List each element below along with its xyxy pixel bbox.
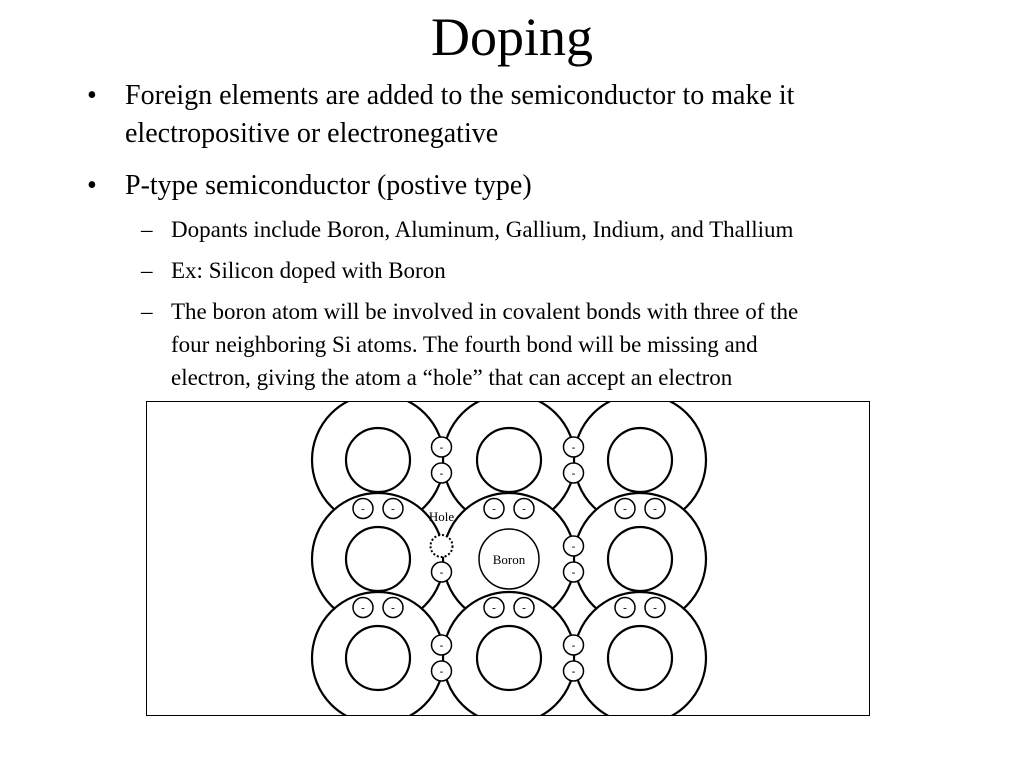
electron-symbol: - [440, 467, 444, 480]
bullet-item: • Foreign elements are added to the semi… [87, 77, 965, 153]
silicon-lattice-svg: Boron - - - - - Hole - - - - - - - - - - - - - - - - - - [310, 402, 708, 715]
hole-label: Hole [429, 509, 455, 524]
electron-symbol: - [572, 665, 576, 678]
electron [614, 497, 636, 520]
sub-bullet-line: electron, giving the atom a “hole” that … [171, 365, 733, 390]
electron [352, 596, 374, 619]
electron [430, 462, 453, 484]
atom-nucleus [606, 624, 674, 692]
electron [430, 436, 453, 458]
electron [562, 634, 585, 656]
electron [352, 497, 374, 520]
electron [513, 596, 535, 619]
sub-bullet-line: Dopants include Boron, Aluminum, Gallium… [171, 217, 794, 242]
electron [562, 462, 585, 484]
electron [562, 436, 585, 458]
electron-symbol: - [572, 639, 576, 652]
electron [483, 497, 505, 520]
atom-nucleus [475, 624, 543, 692]
electron [562, 535, 585, 557]
atom-nucleus [344, 624, 412, 692]
electron-symbol: - [572, 441, 576, 454]
sub-bullet-marker: – [141, 299, 153, 324]
electron [430, 660, 453, 682]
slide-title: Doping [431, 7, 593, 67]
bullet-line: P-type semiconductor (postive type) [125, 170, 532, 201]
electron [562, 660, 585, 682]
electron-symbol: - [653, 503, 657, 516]
sub-bullet-item: – Dopants include Boron, Aluminum, Galli… [141, 213, 961, 246]
electron-symbol: - [361, 503, 365, 516]
sub-bullet-marker: – [141, 258, 153, 283]
atom-nucleus [344, 525, 412, 593]
sub-bullet-marker: – [141, 217, 153, 242]
electron [614, 596, 636, 619]
electron-symbol: - [440, 441, 444, 454]
electron [513, 497, 535, 520]
electron-symbol: - [522, 503, 526, 516]
electron [430, 561, 453, 583]
electron [644, 596, 666, 619]
electron-symbol: - [653, 602, 657, 615]
electron-symbol: - [492, 503, 496, 516]
sub-bullet-line: Ex: Silicon doped with Boron [171, 258, 446, 283]
sub-bullet-line: four neighboring Si atoms. The fourth bo… [171, 332, 758, 357]
atom-nucleus [606, 426, 674, 494]
sub-bullet-line: The boron atom will be involved in coval… [171, 299, 799, 324]
electron-symbol: - [623, 602, 627, 615]
hole [429, 534, 454, 558]
sub-bullet-item: – Ex: Silicon doped with Boron [141, 254, 961, 287]
electron [430, 634, 453, 656]
electron [382, 596, 404, 619]
doping-diagram: Boron - - - - - Hole - - - - - - - - - - - - - - - - - - [146, 401, 870, 716]
electron [483, 596, 505, 619]
bullet-item: • P-type semiconductor (postive type) [87, 167, 965, 205]
electron-symbol: - [492, 602, 496, 615]
boron-nucleus [478, 528, 540, 590]
sub-bullet-item: – The boron atom will be involved in cov… [141, 295, 961, 394]
electron-symbol: - [572, 467, 576, 480]
electron [382, 497, 404, 520]
bullet-marker: • [87, 170, 97, 201]
electron-symbol: - [440, 665, 444, 678]
bullet-line: electropositive or electronegative [125, 118, 499, 149]
electron-symbol: - [361, 602, 365, 615]
bullet-marker: • [87, 80, 97, 111]
electron-symbol: - [440, 566, 444, 579]
bullet-line: Foreign elements are added to the semico… [125, 80, 795, 111]
electron-symbol: - [623, 503, 627, 516]
electron-symbol: - [572, 566, 576, 579]
boron-label: Boron [493, 552, 526, 567]
electron-symbol: - [391, 602, 395, 615]
electron-symbol: - [440, 639, 444, 652]
electron-symbol: - [391, 503, 395, 516]
electron [562, 561, 585, 583]
electron-symbol: - [572, 540, 576, 553]
electron [644, 497, 666, 520]
atom-nucleus [606, 525, 674, 593]
atom-nucleus [344, 426, 412, 494]
electron-symbol: - [522, 602, 526, 615]
atom-nucleus [475, 426, 543, 494]
